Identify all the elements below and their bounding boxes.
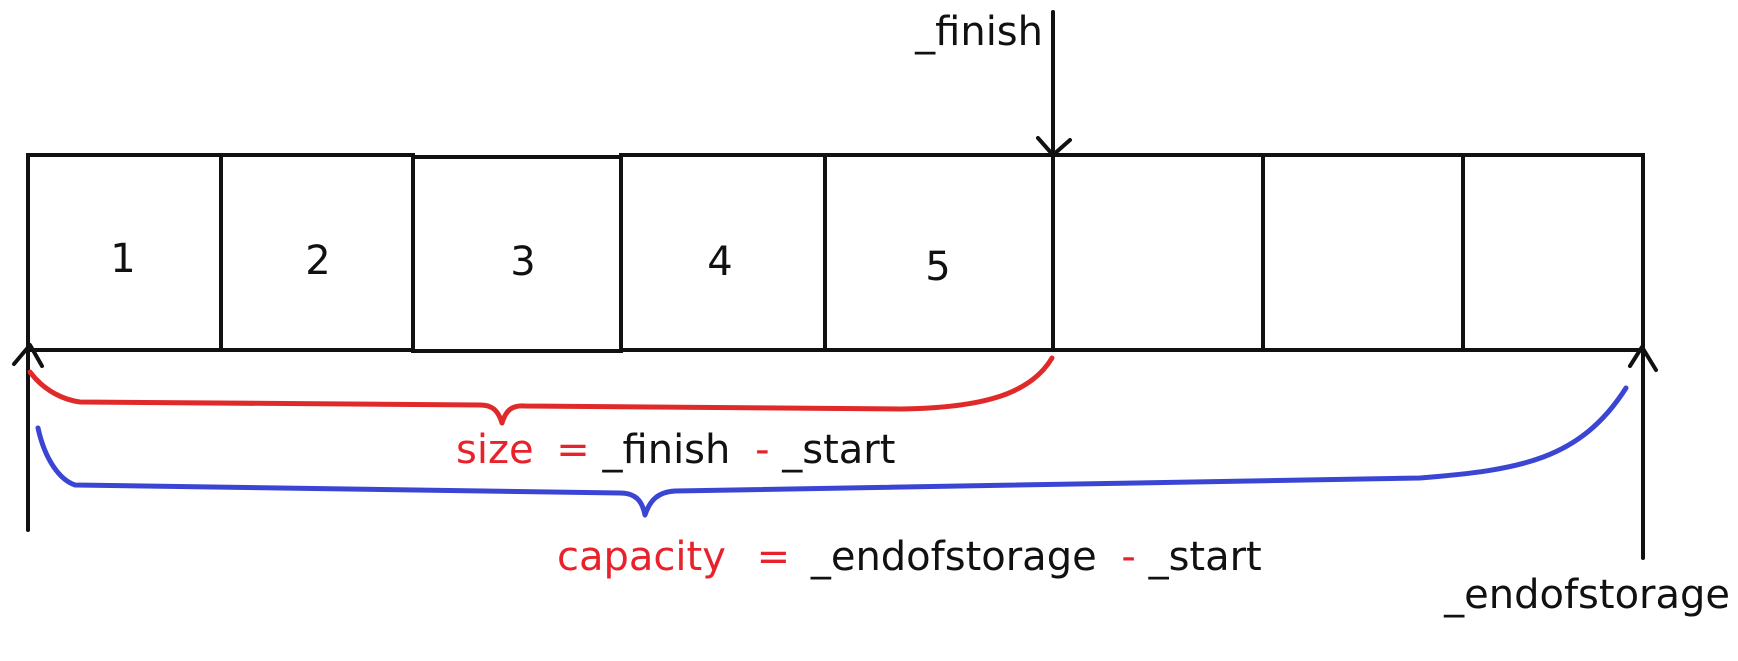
- finish-pointer-label: _finish: [914, 9, 1043, 55]
- cell-value: 3: [510, 239, 535, 285]
- size-equals-sign: =: [556, 427, 590, 473]
- capacity-start-term: _start: [1148, 534, 1262, 580]
- size-finish-term: _finish: [602, 427, 731, 473]
- finish-pointer-arrow: [1036, 10, 1072, 157]
- capacity-minus-sign: -: [1121, 534, 1135, 580]
- cell-8: [1461, 153, 1645, 352]
- size-start-term: _start: [781, 427, 895, 473]
- cell-6: [1051, 153, 1265, 352]
- capacity-endofstorage-term: _endofstorage: [810, 534, 1097, 580]
- cell-7: [1261, 153, 1465, 352]
- array-cells: [26, 153, 1645, 353]
- endofstorage-pointer-arrow: [1628, 343, 1658, 560]
- capacity-term: capacity: [557, 534, 726, 580]
- cell-value: 4: [707, 239, 732, 285]
- size-term: size: [456, 427, 534, 473]
- cell-value: 2: [305, 238, 330, 284]
- cell-value: 5: [925, 244, 950, 290]
- endofstorage-pointer-label: _endofstorage: [1443, 572, 1730, 618]
- size-minus-sign: -: [755, 427, 769, 473]
- cell-values: 1 2 3 4 5: [110, 236, 950, 290]
- size-brace: [27, 355, 1055, 426]
- cell-value: 1: [110, 236, 135, 282]
- start-pointer-arrow: [12, 343, 44, 532]
- capacity-formula: capacity = _endofstorage - _start: [557, 534, 1262, 580]
- size-formula: size = _finish - _start: [456, 427, 895, 473]
- capacity-equals-sign: =: [757, 534, 791, 580]
- capacity-brace: [35, 385, 1629, 518]
